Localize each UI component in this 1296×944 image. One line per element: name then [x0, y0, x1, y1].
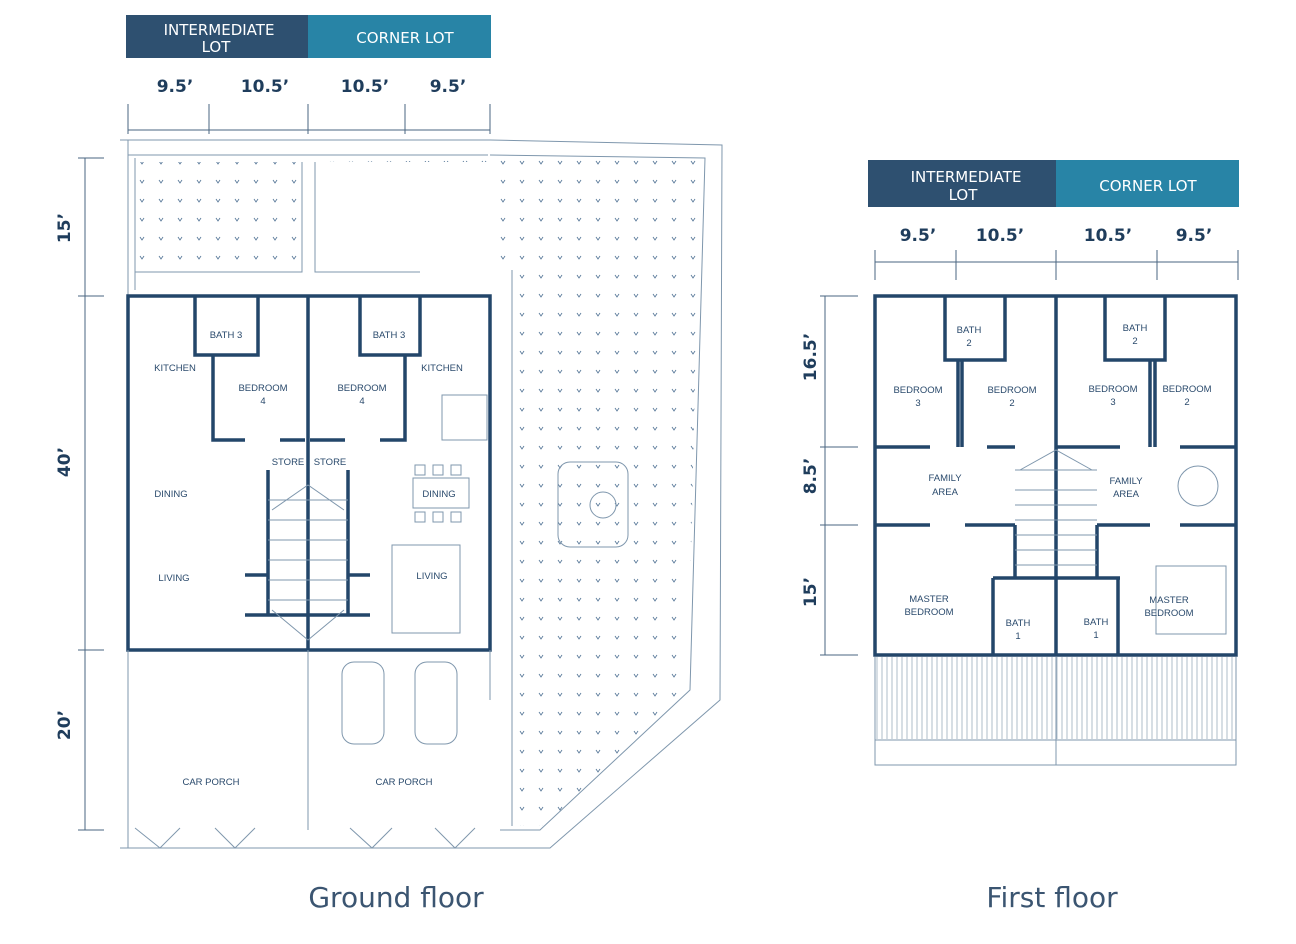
room-label: 2: [1132, 336, 1137, 347]
first-floor-plan: INTERMEDIATE LOT CORNER LOT 9.5’ 10.5’ 1…: [801, 160, 1239, 914]
width-dim: 9.5’: [430, 77, 467, 97]
width-dim: 9.5’: [1176, 226, 1213, 246]
depth-dim: 16.5’: [801, 333, 821, 381]
room-label: 2: [1009, 398, 1014, 409]
corner-lot-header: [308, 15, 491, 58]
room-label: BATH 3: [373, 330, 406, 341]
room-label: 4: [260, 396, 265, 407]
room-label: BATH: [1084, 617, 1109, 628]
ground-room-labels: BATH 3 KITCHEN BEDROOM 4 STORE DINING LI…: [154, 330, 463, 788]
room-label: BATH: [957, 325, 982, 336]
room-label: 2: [1184, 397, 1189, 408]
room-label: STORE: [272, 457, 305, 468]
depth-dim: 20’: [55, 710, 75, 740]
room-label: DINING: [154, 489, 187, 500]
width-dim: 10.5’: [976, 226, 1024, 246]
room-label: BEDROOM: [987, 385, 1036, 396]
room-label: BEDROOM: [904, 607, 953, 618]
ground-floor-title: Ground floor: [308, 881, 484, 914]
room-label: FAMILY: [928, 473, 962, 484]
room-label: 1: [1093, 630, 1098, 641]
room-label: KITCHEN: [154, 363, 196, 374]
width-dim: 9.5’: [900, 226, 937, 246]
room-label: BATH: [1006, 618, 1031, 629]
width-dim: 10.5’: [1084, 226, 1132, 246]
corner-lot-header: [1056, 160, 1239, 207]
room-label: BEDROOM: [1162, 384, 1211, 395]
room-label: 3: [915, 398, 920, 409]
header-intermediate-line2: LOT: [202, 38, 232, 56]
room-label: BATH 3: [210, 330, 243, 341]
width-dim: 9.5’: [157, 77, 194, 97]
room-label: 1: [1015, 631, 1020, 642]
header-intermediate-line1: INTERMEDIATE: [911, 168, 1022, 186]
room-label: BEDROOM: [337, 383, 386, 394]
room-label: LIVING: [416, 571, 447, 582]
room-label: 4: [359, 396, 364, 407]
intermediate-lot-header: [126, 15, 308, 58]
header-intermediate-line1: INTERMEDIATE: [164, 21, 275, 39]
room-label: BEDROOM: [1144, 608, 1193, 619]
depth-dim: 40’: [55, 447, 75, 477]
header-corner: CORNER LOT: [356, 29, 454, 47]
room-label: AREA: [1113, 489, 1140, 500]
ground-floor-plan: INTERMEDIATE LOT CORNER LOT 9.5’ 10.5’ 1…: [55, 15, 723, 914]
first-room-labels: BATH 2 BEDROOM 3 BEDROOM 2 FAMILY AREA M…: [893, 323, 1211, 642]
first-floor-title: First floor: [986, 881, 1118, 914]
depth-dim: 15’: [55, 213, 75, 243]
room-label: 2: [966, 338, 971, 349]
width-dim: 10.5’: [241, 77, 289, 97]
room-label: BEDROOM: [893, 385, 942, 396]
room-label: CAR PORCH: [182, 777, 239, 788]
header-corner: CORNER LOT: [1099, 177, 1197, 195]
room-label: FAMILY: [1109, 476, 1143, 487]
room-label: MASTER: [1149, 595, 1189, 606]
room-label: MASTER: [909, 594, 949, 605]
depth-dim: 8.5’: [801, 458, 821, 495]
room-label: BEDROOM: [238, 383, 287, 394]
depth-dim: 15’: [801, 577, 821, 607]
room-label: CAR PORCH: [375, 777, 432, 788]
intermediate-lot-header: [868, 160, 1056, 207]
header-intermediate-line2: LOT: [949, 186, 979, 204]
room-label: AREA: [932, 487, 959, 498]
room-label: BATH: [1123, 323, 1148, 334]
room-label: BEDROOM: [1088, 384, 1137, 395]
room-label: STORE: [314, 457, 347, 468]
room-label: 3: [1110, 397, 1115, 408]
room-label: DINING: [422, 489, 455, 500]
room-label: LIVING: [158, 573, 189, 584]
room-label: KITCHEN: [421, 363, 463, 374]
width-dim: 10.5’: [341, 77, 389, 97]
